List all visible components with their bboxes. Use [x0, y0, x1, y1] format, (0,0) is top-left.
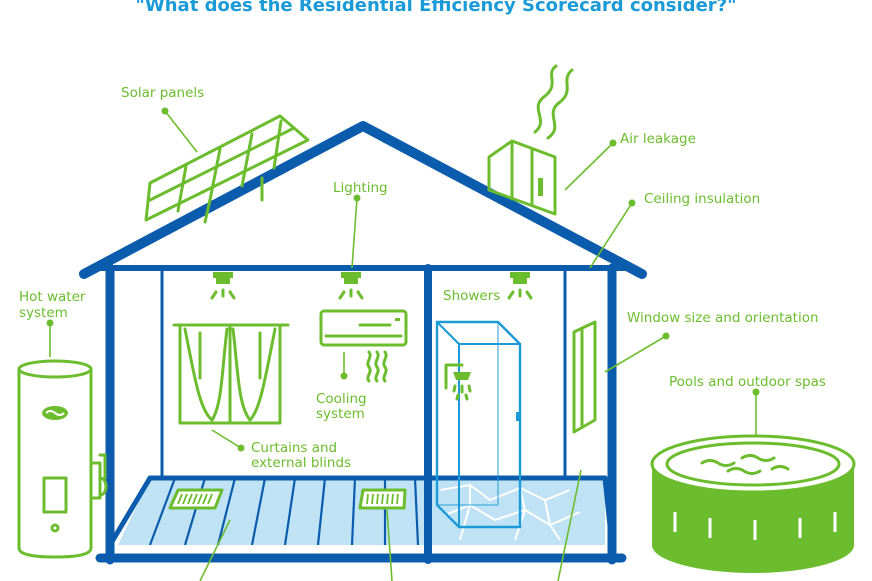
leader-dots: [46, 107, 760, 452]
label-solar-panels: Solar panels: [121, 85, 204, 101]
floor: [118, 477, 605, 546]
chimney-icon: [487, 64, 574, 216]
diagram-title: "What does the Residential Efficiency Sc…: [136, 0, 737, 16]
ceiling-light-icon: [507, 272, 533, 300]
curtains-icon: [172, 323, 290, 425]
label-air-leakage: Air leakage: [620, 131, 696, 147]
leader-lines: [49, 110, 757, 581]
spa-pool-icon: [650, 434, 856, 573]
label-hot-water-line1: Hot water: [19, 289, 86, 305]
label-window-size: Window size and orientation: [627, 310, 819, 326]
floor-vent-icon: [358, 488, 407, 510]
solar-panel-icon: [144, 114, 310, 224]
house: [79, 121, 647, 565]
label-ceiling-insulation: Ceiling insulation: [644, 191, 760, 207]
label-cooling-line1: Cooling: [316, 391, 367, 407]
shower-icon: [435, 320, 522, 529]
label-curtains-line2: external blinds: [251, 455, 351, 471]
label-showers: Showers: [443, 288, 500, 304]
hot-water-tank-icon: [17, 359, 108, 559]
label-cooling-line2: system: [316, 406, 365, 422]
ceiling-light-icon: [210, 272, 236, 300]
label-curtains-line1: Curtains and: [251, 440, 337, 456]
label-lighting: Lighting: [333, 180, 388, 196]
label-pools: Pools and outdoor spas: [669, 374, 826, 390]
label-hot-water-line2: system: [19, 305, 68, 321]
floor-vent-icon: [168, 488, 224, 510]
ceiling-light-icon: [338, 272, 364, 300]
air-conditioner-icon: [319, 309, 408, 383]
window-icon: [572, 320, 597, 434]
